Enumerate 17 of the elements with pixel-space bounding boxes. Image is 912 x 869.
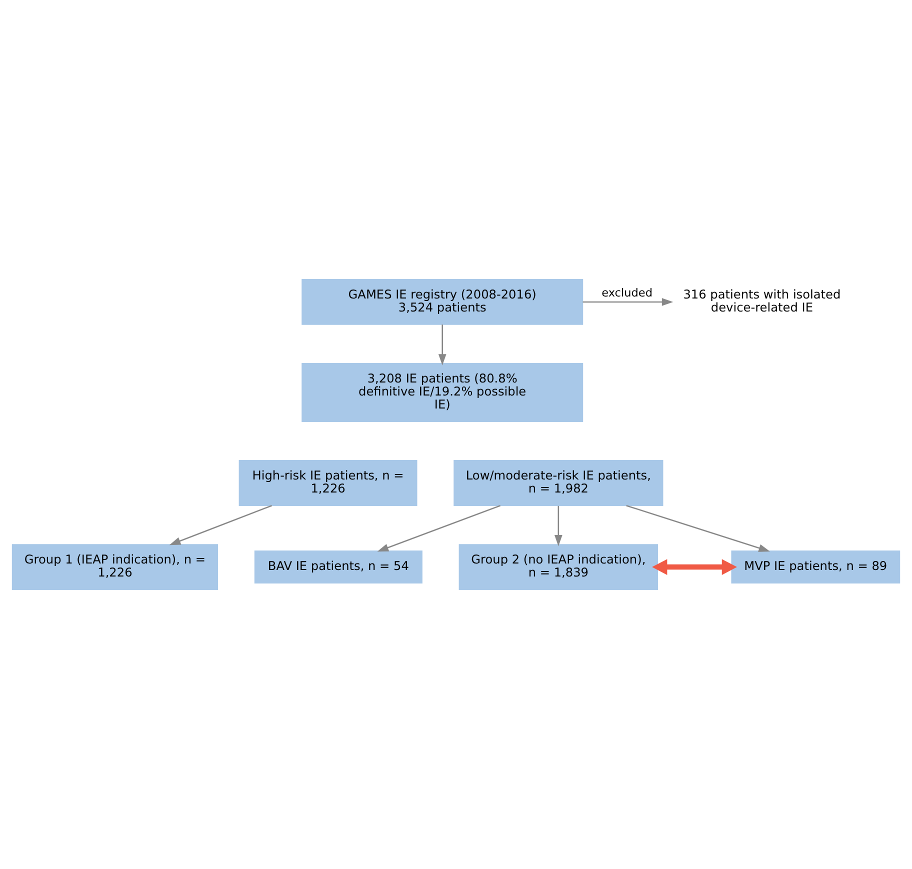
arrow: [582, 298, 674, 306]
arrow: [626, 504, 770, 552]
node-box: GAMES IE registry (2008-2016) 3,524 patients: [302, 279, 584, 325]
node-box: Group 2 (no IEAP indication), n = 1,839: [458, 544, 658, 590]
arrow: [377, 504, 501, 552]
arrow: [438, 324, 446, 366]
node-box: High-risk IE patients, n = 1,226: [238, 460, 418, 506]
edge-label: excluded: [602, 286, 652, 300]
node-box: Group 1 (IEAP indication), n = 1,226: [12, 544, 218, 590]
arrow: [169, 504, 272, 546]
node-box: MVP IE patients, n = 89: [731, 550, 900, 584]
node-box: BAV IE patients, n = 54: [254, 550, 422, 584]
node-box: Low/moderate-risk IE patients, n = 1,982: [454, 460, 664, 506]
arrow: [554, 506, 562, 546]
node-text: 316 patients with isolated device-related IE: [683, 288, 841, 315]
node-box: 3,208 IE patients (80.8% definitive IE/19.2% possible IE): [302, 363, 584, 422]
arrow: [652, 559, 737, 575]
